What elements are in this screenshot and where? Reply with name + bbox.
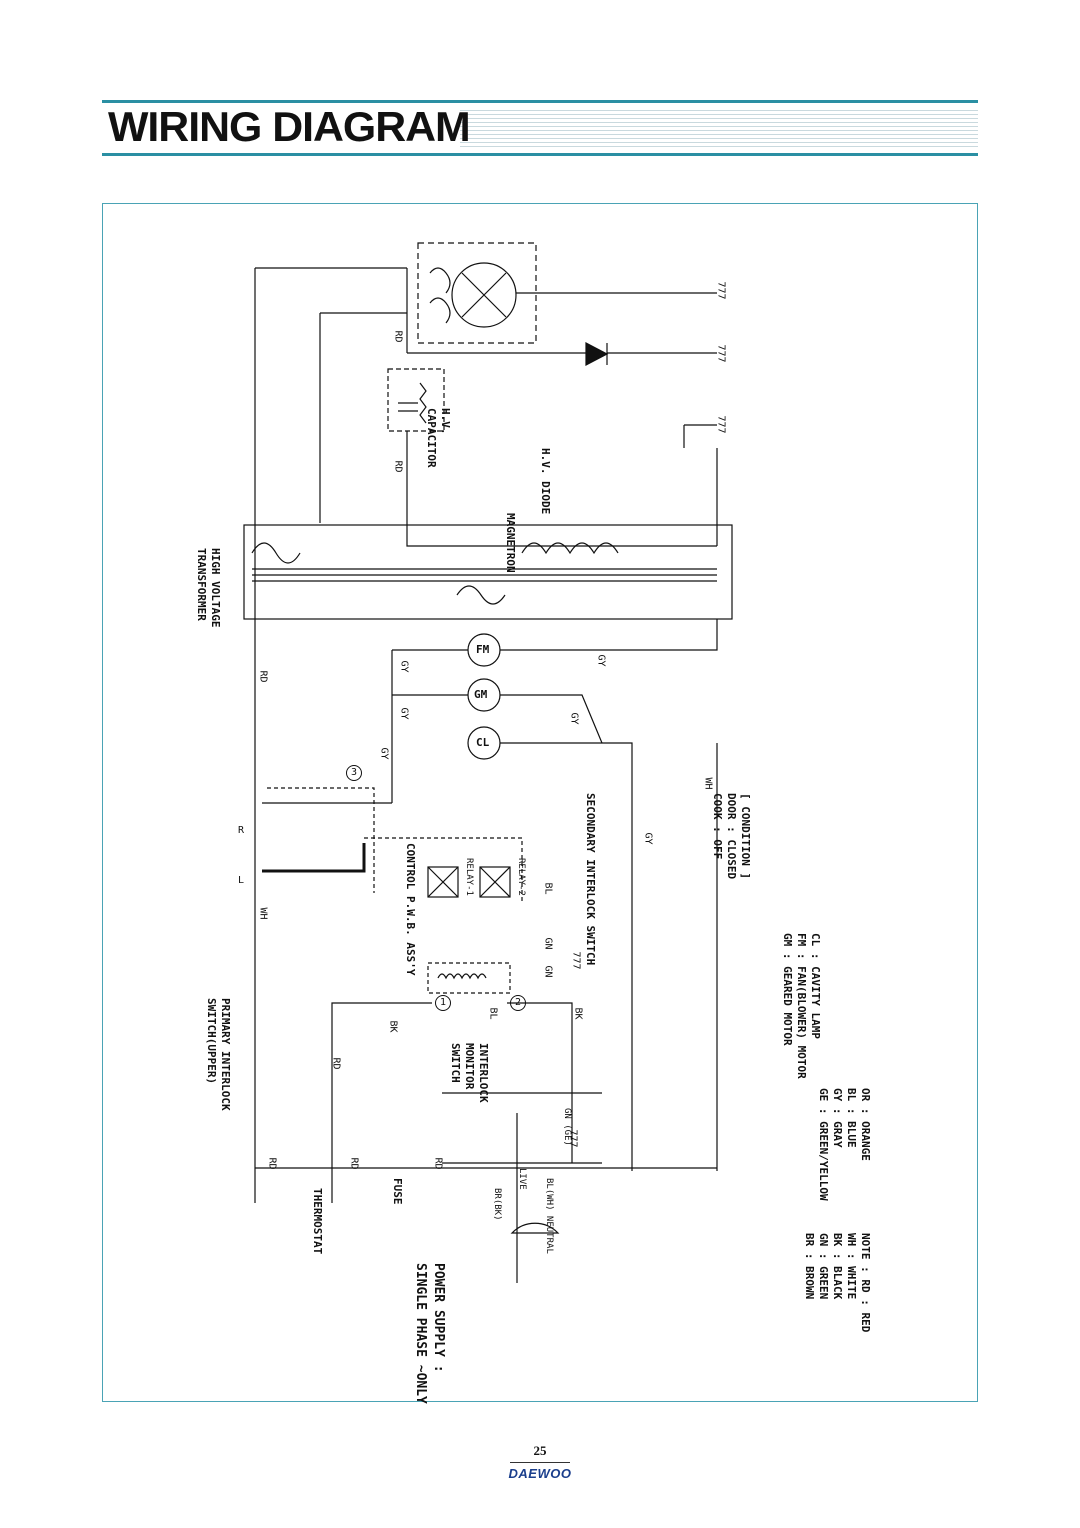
ground-3: 777 [715, 415, 727, 434]
wire-gn-2: GN [542, 965, 554, 978]
wire-gy-6: GY [642, 832, 654, 845]
label-hv-capacitor-2: CAPACITOR [425, 408, 438, 468]
label-monitor-switch-3: SWITCH [449, 1043, 462, 1083]
legend-rd: NOTE : RD : RED [859, 1233, 872, 1333]
label-brbk: BR(BK) [492, 1188, 502, 1221]
wire-rd-6: RD [348, 1157, 360, 1170]
hv-diode-symbol [585, 342, 609, 366]
label-magnetron: MAGNETRON [504, 513, 517, 573]
legend-ge: GE : GREEN/YELLOW [817, 1088, 830, 1201]
legend-fm: FM : FAN(BLOWER) MOTOR [795, 933, 808, 1079]
label-relay-1: RELAY-1 [464, 858, 474, 896]
magnetron-symbol [451, 262, 517, 328]
magnetron-box [417, 242, 537, 344]
label-node-1: 1 [435, 995, 451, 1011]
label-transformer-2: TRANSFORMER [195, 548, 208, 621]
hv-capacitor-box [387, 368, 445, 432]
legend-gm: GM : GEARED MOTOR [781, 933, 794, 1046]
legend-gn: GN : GREEN [817, 1233, 830, 1300]
relay-1 [427, 866, 459, 898]
wiring-diagram [243, 242, 733, 1283]
legend-gy: GY : GRAY [831, 1088, 844, 1148]
label-power-2: SINGLE PHASE ~ONLY [413, 1263, 428, 1404]
label-fm: FM [476, 643, 490, 656]
label-switch-l: L [238, 875, 245, 886]
label-power-1: POWER SUPPLY : [431, 1263, 446, 1373]
label-fuse: FUSE [391, 1178, 404, 1205]
wire-wh-1: WH [702, 777, 714, 790]
ground-4: 777 [570, 951, 582, 970]
condition-cook: COOK : OFF [711, 793, 724, 860]
ground-1: 777 [715, 281, 727, 300]
label-relay-2: RELAY-2 [516, 858, 526, 896]
diagram-frame [102, 203, 978, 1402]
legend-wh: WH : WHITE [845, 1233, 858, 1300]
ground-2: 777 [715, 344, 727, 363]
condition-door: DOOR : CLOSED [725, 793, 738, 880]
wire-gy-2: GY [398, 707, 410, 720]
label-switch-r: R [238, 825, 245, 836]
label-primary-switch-2: SWITCH(UPPER) [205, 998, 218, 1085]
page-title: WIRING DIAGRAM [108, 103, 471, 150]
label-hv-capacitor-1: H.V. [439, 408, 452, 435]
legend-cl: CL : CAVITY LAMP [809, 933, 822, 1039]
label-primary-switch-1: PRIMARY INTERLOCK [219, 998, 232, 1111]
header-top-rule [102, 100, 978, 103]
wire-gy-5: GY [568, 712, 580, 725]
legend-bl: BL : BLUE [845, 1088, 858, 1148]
wire-gn-1: GN [542, 937, 554, 950]
label-node-2: 2 [510, 995, 526, 1011]
label-monitor-switch-1: INTERLOCK [477, 1043, 490, 1103]
label-neutral: BL(WH) NEUTRAL [544, 1178, 554, 1254]
wire-bk-1: BK [387, 1020, 399, 1033]
wire-gy-1: GY [398, 660, 410, 673]
condition-title: [ CONDITION ] [739, 793, 752, 880]
legend-bk: BK : BLACK [831, 1233, 844, 1300]
label-gm: GM [474, 688, 488, 701]
label-pwb: CONTROL P.W.B. ASS'Y [404, 843, 417, 976]
plug-symbol [510, 1222, 560, 1234]
legend-br: BR : BROWN [803, 1233, 816, 1300]
ground-5: 777 [567, 1129, 579, 1148]
wire-rd-3: RD [257, 670, 269, 683]
label-node-3: 3 [346, 765, 362, 781]
wire-rd-1: RD [392, 330, 404, 343]
wire-gy-3: GY [378, 747, 390, 760]
wire-bk-2: BK [572, 1007, 584, 1020]
wire-bl-1: BL [487, 1007, 499, 1020]
label-transformer-1: HIGH VOLTAGE [209, 548, 222, 628]
wire-gy-4: GY [595, 654, 607, 667]
label-secondary-switch: SECONDARY INTERLOCK SWITCH [584, 793, 597, 966]
diagram-labels: MAGNETRON H.V. DIODE H.V. CAPACITOR HIGH… [102, 203, 978, 1404]
page-number: 25 [533, 1443, 547, 1458]
label-cl: CL [476, 736, 490, 749]
daewoo-logo: DAEWOO [508, 1466, 572, 1481]
transformer-box [243, 524, 733, 620]
label-thermostat: THERMOSTAT [311, 1188, 324, 1255]
page-number-rule [510, 1462, 570, 1463]
label-monitor-switch-2: MONITOR [463, 1043, 476, 1090]
label-live: LIVE [517, 1168, 527, 1190]
legend-or: OR : ORANGE [859, 1088, 872, 1161]
label-hv-diode: H.V. DIODE [539, 448, 552, 515]
wire-rd-7: RD [432, 1157, 444, 1170]
wire-bl-2: BL [542, 882, 554, 895]
wire-wh-2: WH [257, 907, 269, 920]
header-bottom-rule [102, 153, 978, 156]
wire-rd-2: RD [392, 460, 404, 473]
wire-rd-5: RD [266, 1157, 278, 1170]
relay-2 [479, 866, 511, 898]
wire-rd-4: RD [330, 1057, 342, 1070]
header-hatch-band [460, 110, 978, 148]
